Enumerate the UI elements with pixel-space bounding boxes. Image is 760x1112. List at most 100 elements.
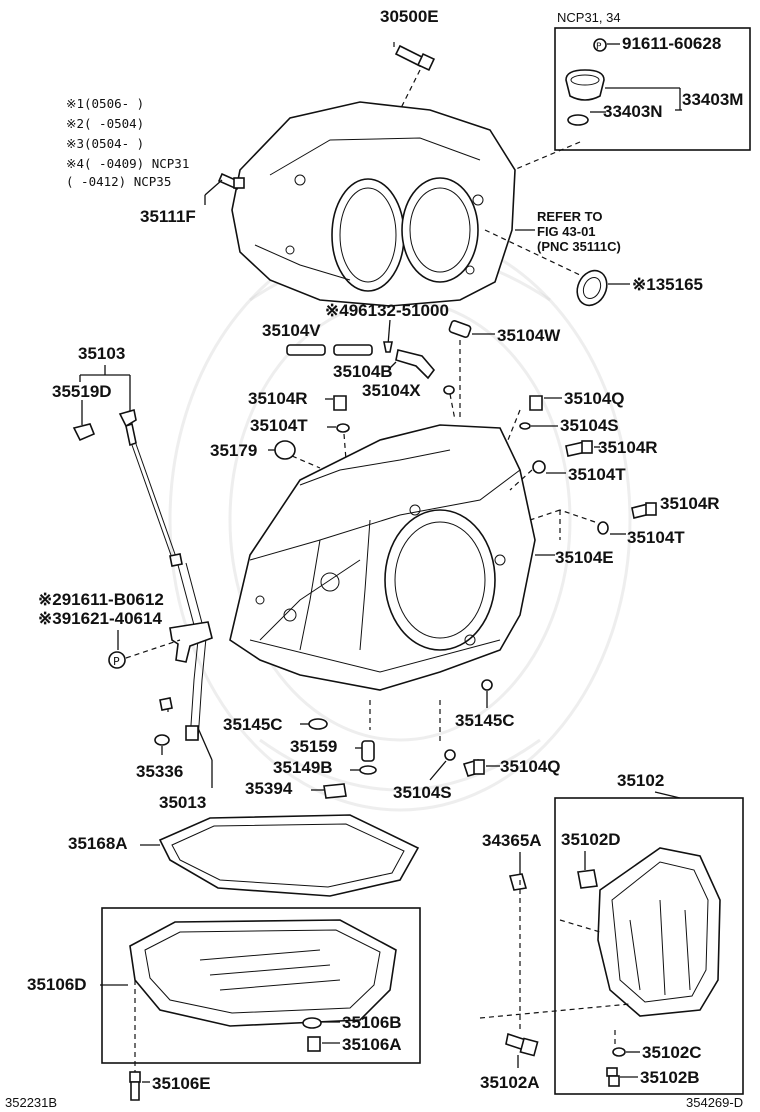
plug-35145c-b-icon (481, 679, 493, 691)
pipes-35104v-icon (286, 344, 373, 356)
label-35013[interactable]: 35013 (159, 793, 206, 812)
svg-text:(PNC 35111C): (PNC 35111C) (537, 239, 621, 254)
bolt-35111f-icon (217, 172, 245, 191)
pipe-35104w-icon (448, 319, 472, 339)
label-35104s-b[interactable]: 35104S (393, 783, 452, 802)
plug-35145c-a-icon (308, 718, 328, 730)
label-35104s-a[interactable]: 35104S (560, 416, 619, 435)
oring-35104s-b-icon (444, 749, 456, 761)
dipstick-35103-icon (118, 408, 177, 559)
inset-ncp31-34: NCP31, 34 P 91611-60628 33403N 33403M (554, 10, 751, 151)
clip-tube-icon (159, 697, 173, 711)
svg-text:※4( -0409) NCP31: ※4( -0409) NCP31 (66, 156, 189, 171)
bolt-35104r-a-icon (333, 395, 347, 411)
plug-35102d-icon (577, 869, 598, 889)
gasket-35168a-icon (158, 814, 420, 897)
inset-model-label: NCP31, 34 (557, 10, 621, 25)
label-35102b[interactable]: 35102B (640, 1068, 700, 1087)
svg-text:( -0412) NCP35: ( -0412) NCP35 (66, 174, 171, 189)
label-35104t-c[interactable]: 35104T (627, 528, 685, 547)
label-35104r-c[interactable]: 35104R (660, 494, 720, 513)
label-35104r-a[interactable]: 35104R (248, 389, 308, 408)
label-35106b[interactable]: 35106B (342, 1013, 402, 1032)
oil-seal-35165-icon (576, 269, 608, 307)
label-35104e[interactable]: 35104E (555, 548, 614, 567)
oring-35102c-icon (612, 1047, 626, 1057)
svg-text:REFER TO: REFER TO (537, 209, 603, 224)
label-30500e[interactable]: 30500E (380, 7, 439, 26)
label-35149b[interactable]: 35149B (273, 758, 333, 777)
bolt-35104q-b-icon (462, 759, 485, 777)
case-35102-box (554, 797, 744, 1095)
pin-35159-icon (361, 740, 375, 762)
label-35102a[interactable]: 35102A (480, 1073, 540, 1092)
extension-housing-icon (597, 847, 721, 1017)
label-35104r-b[interactable]: 35104R (598, 438, 658, 457)
svg-text:※2( -0504): ※2( -0504) (66, 116, 144, 131)
housing-upper-icon (231, 101, 516, 307)
label-35145c-b[interactable]: 35145C (455, 711, 515, 730)
label-35104q-a[interactable]: 35104Q (564, 389, 625, 408)
diagram-code-right: 354269-D (686, 1095, 743, 1110)
label-35145c-a[interactable]: 35145C (223, 715, 283, 734)
label-35103[interactable]: 35103 (78, 344, 125, 363)
label-91621-40614[interactable]: ※391621-40614 (38, 609, 162, 628)
diagram-code-left: 352231B (5, 1095, 57, 1110)
bolt-35106e-icon (129, 1071, 141, 1101)
clip-35519d-icon (72, 423, 96, 442)
label-35104b[interactable]: 35104B (333, 362, 393, 381)
label-33403n[interactable]: 33403N (603, 102, 663, 121)
label-35102d[interactable]: 35102D (561, 830, 621, 849)
label-35111f[interactable]: 35111F (140, 207, 196, 226)
label-35168a[interactable]: 35168A (68, 834, 128, 853)
bolt-35102b-icon (606, 1067, 620, 1087)
label-35519d[interactable]: 35519D (52, 382, 112, 401)
pin-96132-icon (383, 341, 393, 353)
label-35104x[interactable]: 35104X (362, 381, 421, 400)
oring-35104t-c-icon (597, 521, 609, 535)
label-91611-b0612[interactable]: ※291611-B0612 (38, 590, 164, 609)
svg-text:※3(0504- ): ※3(0504- ) (66, 136, 144, 151)
bolt-34365a-icon (508, 873, 528, 891)
plug-33403n-icon (565, 69, 605, 126)
label-35106d[interactable]: 35106D (27, 975, 87, 994)
svg-text:P: P (113, 655, 120, 668)
svg-text:※1(0506- ): ※1(0506- ) (66, 96, 144, 111)
label-35104q-b[interactable]: 35104Q (500, 757, 561, 776)
label-35165[interactable]: ※135165 (632, 275, 703, 294)
p-circle-icon (593, 38, 607, 52)
oring-35336-icon (154, 734, 170, 746)
pipe-35104b-icon (395, 349, 436, 380)
drain-plug-35106a-icon (307, 1036, 321, 1052)
label-96132-51000[interactable]: ※496132-51000 (325, 301, 449, 320)
inset-box (554, 27, 751, 151)
oring-35104t-a-icon (336, 423, 350, 433)
magnet-35394-icon (323, 783, 347, 799)
transaxle-case-icon (229, 424, 536, 691)
refer-note: REFER TO FIG 43-01 (PNC 35111C) (537, 209, 621, 254)
label-35104t-a[interactable]: 35104T (250, 416, 308, 435)
label-35106e[interactable]: 35106E (152, 1074, 211, 1093)
label-35104v[interactable]: 35104V (262, 321, 321, 340)
label-33403m[interactable]: 33403M (682, 90, 743, 109)
label-35102c[interactable]: 35102C (642, 1043, 702, 1062)
oring-35104t-b-icon (532, 460, 546, 474)
label-91611-60628[interactable]: 91611-60628 (622, 34, 721, 53)
label-35394[interactable]: 35394 (245, 779, 293, 798)
label-35336[interactable]: 35336 (136, 762, 183, 781)
label-35104w[interactable]: 35104W (497, 326, 561, 345)
label-35104t-b[interactable]: 35104T (568, 465, 626, 484)
svg-text:P: P (596, 42, 602, 52)
spacer-35149b-icon (359, 765, 377, 775)
label-35106a[interactable]: 35106A (342, 1035, 402, 1054)
label-35159[interactable]: 35159 (290, 737, 337, 756)
label-34365a[interactable]: 34365A (482, 831, 542, 850)
svg-text:FIG 43-01: FIG 43-01 (537, 224, 596, 239)
label-35179[interactable]: 35179 (210, 441, 257, 460)
gasket-35106b-icon (302, 1017, 322, 1029)
p-circle-icon-2 (108, 651, 126, 669)
label-35102[interactable]: 35102 (617, 771, 664, 790)
bolt-35104r-b-icon (565, 440, 593, 457)
tube-35013-icon (169, 553, 213, 741)
oring-35104s-a-icon (519, 422, 531, 430)
